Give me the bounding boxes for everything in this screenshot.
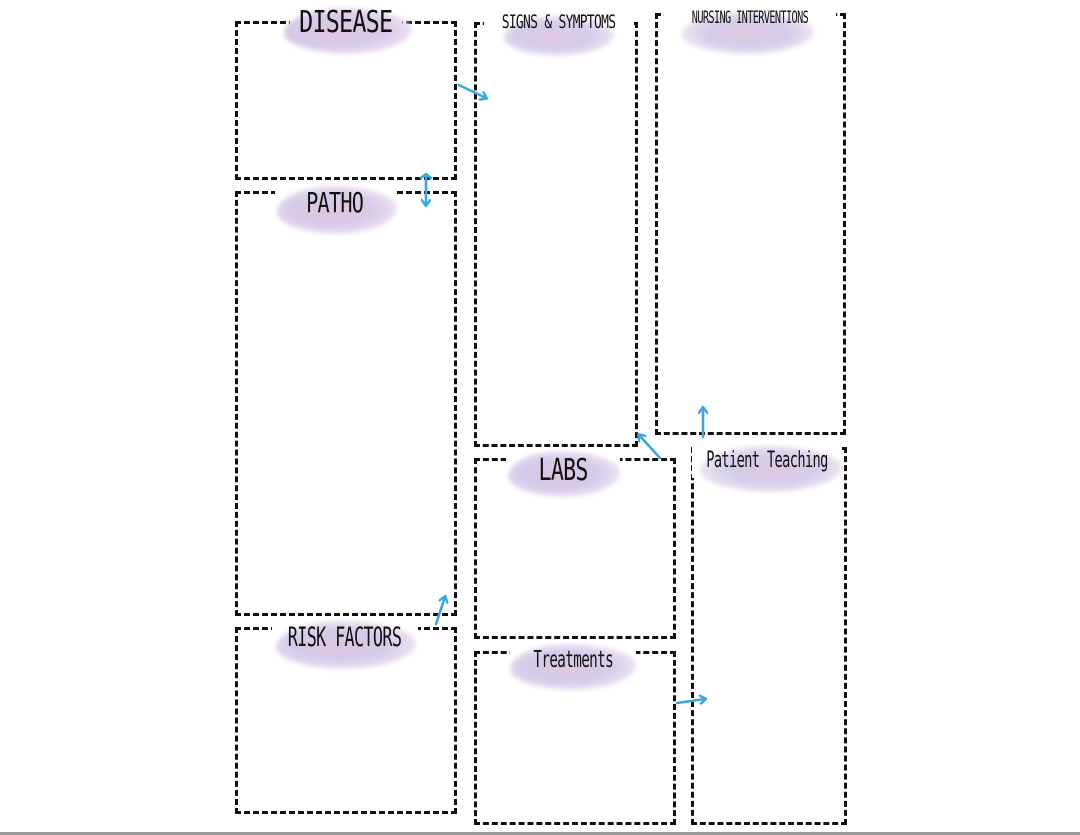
treatments-header: Treatments <box>510 642 636 690</box>
arrow-treatments-to-teaching <box>675 699 705 703</box>
patho-header: PATHO <box>275 182 397 234</box>
patient-teaching-title: Patient Teaching <box>706 447 828 473</box>
patho-watercolor-blob <box>277 186 397 234</box>
signs-symptoms-watercolor-blob <box>504 16 614 56</box>
patient-teaching-watercolor-blob <box>700 446 842 492</box>
treatments-watercolor-blob <box>510 644 636 690</box>
disease-watercolor-blob <box>284 8 412 54</box>
arrow-disease-to-patho-tail <box>419 172 433 180</box>
patho-title: PATHO <box>306 185 364 219</box>
labs-title: LABS <box>538 452 588 488</box>
disease-title: DISEASE <box>299 4 393 40</box>
labs-header: LABS <box>506 449 620 497</box>
risk-factors-watercolor-blob <box>276 621 416 669</box>
treatments-title: Treatments <box>533 647 613 673</box>
patient-teaching-header: Patient Teaching <box>692 442 842 492</box>
risk-factors-title: RISK FACTORS <box>288 621 402 653</box>
nursing-interventions-header: NURSING INTERVENTIONS <box>664 4 836 54</box>
risk-factors-header: RISK FACTORS <box>272 617 418 669</box>
page-bottom-edge <box>0 832 1080 835</box>
nursing-interventions-watercolor-blob <box>682 12 814 54</box>
signs-symptoms-header: SIGNS & SYMPTOMS <box>484 6 634 56</box>
nursing-interventions-title: NURSING INTERVENTIONS <box>691 8 809 28</box>
arrow-risk-to-patho <box>434 597 445 626</box>
arrow-labs-to-signs <box>639 435 662 460</box>
disease-header: DISEASE <box>284 2 412 54</box>
signs-symptoms-title: SIGNS & SYMPTOMS <box>502 11 616 33</box>
arrow-disease-to-signs <box>457 83 486 98</box>
labs-watercolor-blob <box>508 451 620 497</box>
